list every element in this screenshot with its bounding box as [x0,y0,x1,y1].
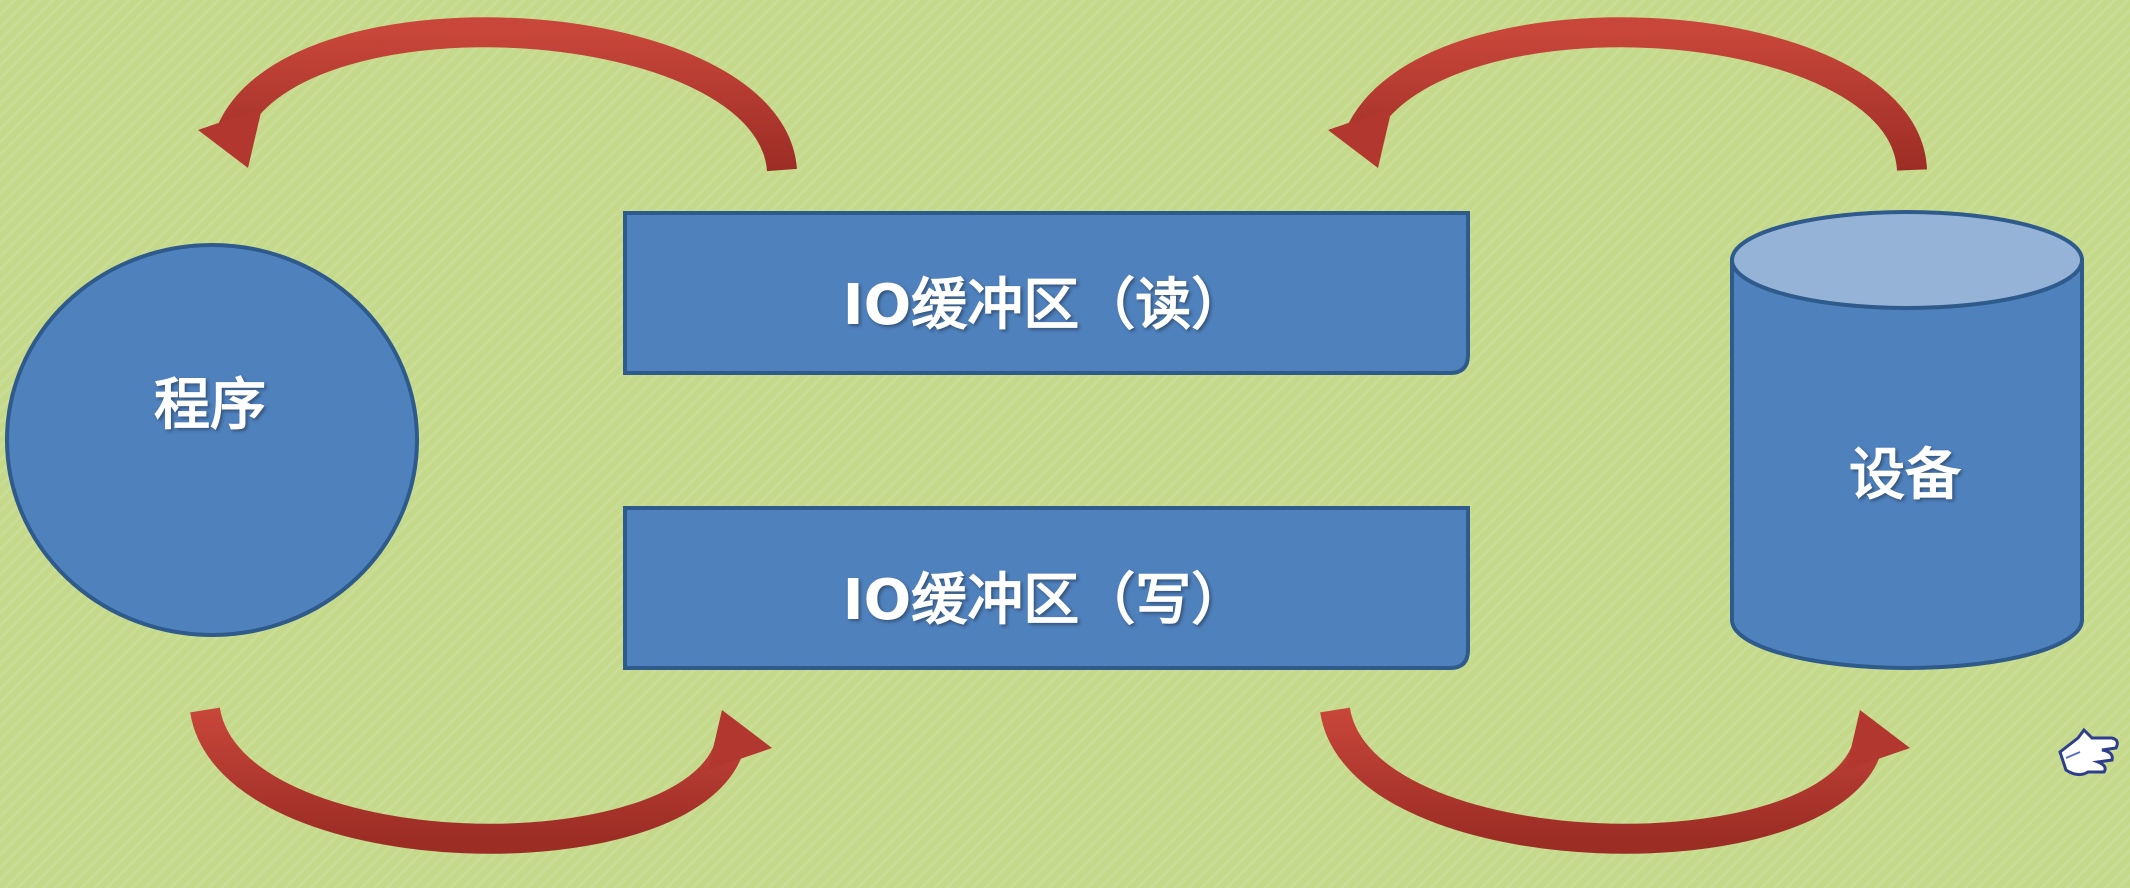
buffer-write-label: IO缓冲区（写） [842,567,1248,633]
hand-cursor-icon [2058,727,2119,777]
buffer-read-label: IO缓冲区（读） [842,272,1248,338]
arrow-buffer-to-program [198,17,797,173]
arrow-program-to-buffer [190,706,772,854]
program-circle [5,243,419,637]
device-cylinder-top [1730,210,2084,310]
program-label: 程序 [154,372,266,438]
buffer-read-box [623,211,1470,375]
buffer-write-box [623,506,1470,670]
arrow-buffer-to-device [1320,706,1910,854]
arrow-device-to-buffer [1328,17,1927,172]
device-cylinder [1730,258,2084,670]
device-label: 设备 [1849,442,1961,508]
